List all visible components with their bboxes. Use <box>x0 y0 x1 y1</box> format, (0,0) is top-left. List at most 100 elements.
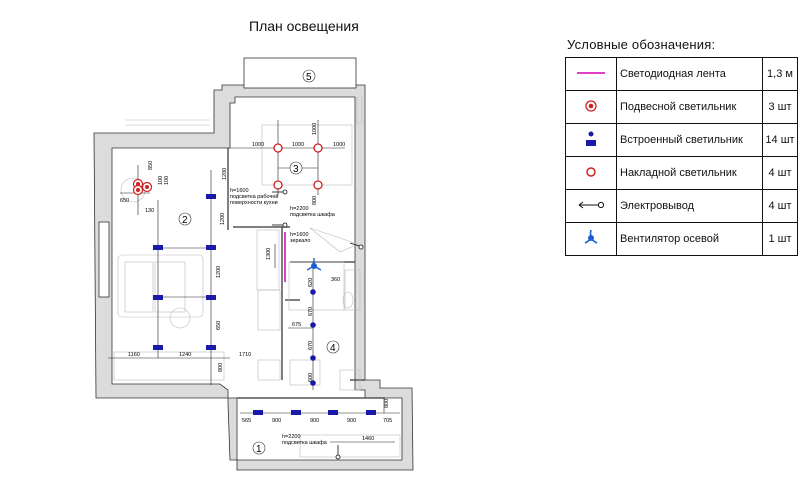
annotation-text: подсветка рабочей <box>230 193 278 200</box>
svg-text:4: 4 <box>330 343 336 354</box>
legend-symbol <box>565 57 617 91</box>
dimension-label: 1000 <box>292 142 304 148</box>
legend-label: Электровывод <box>616 189 763 223</box>
electrical-outlet-icon <box>335 445 341 460</box>
legend-label: Накладной светильник <box>616 156 763 190</box>
room-marker-5: 5 <box>302 69 316 83</box>
lighting-plan: h=1600 подсветка рабочей поверхности кух… <box>93 57 414 471</box>
dimension-label: 360 <box>331 277 340 283</box>
electrical-outlet-icon <box>578 201 605 208</box>
legend-row: Подвесной светильник 3 шт <box>565 90 798 124</box>
surface-lamps <box>273 143 323 190</box>
surface-lamp-icon <box>273 143 283 153</box>
recessed-lamp-icon <box>153 345 163 350</box>
recessed-lamp-icon <box>310 380 316 386</box>
pendant-lamp-icon <box>132 184 144 196</box>
plan-title: План освещения <box>249 18 359 34</box>
pendant-lamp-icon <box>585 99 597 112</box>
dimension-label: 1710 <box>239 352 251 358</box>
recessed-lamp-icon <box>153 245 163 250</box>
dimension-label: 1160 <box>128 352 140 358</box>
led-strip-icon <box>577 71 605 74</box>
dimension-label: 1460 <box>362 436 374 442</box>
dimension-label: 565 <box>242 418 251 424</box>
annotations: h=1600 подсветка рабочей поверхности кух… <box>230 188 336 446</box>
walls <box>93 57 414 471</box>
legend-row: Накладной светильник 4 шт <box>565 156 798 190</box>
legend-label: Светодиодная лента <box>616 57 763 91</box>
legend-symbol <box>565 156 617 190</box>
legend-title: Условные обозначения: <box>567 37 716 52</box>
pendant-lamps <box>132 178 153 196</box>
electrical-outlet-icon <box>272 189 288 195</box>
annotation-text: h=2200 <box>282 434 301 440</box>
dimension-label: 850 <box>148 161 154 170</box>
furniture <box>113 97 401 458</box>
electrical-outlets <box>272 189 364 460</box>
svg-text:2: 2 <box>182 215 188 226</box>
legend-label: Подвесной светильник <box>616 90 763 124</box>
svg-text:1: 1 <box>256 444 262 455</box>
dimension-label: 100 <box>164 176 170 185</box>
room-marker-2: 2 <box>178 212 192 226</box>
legend-symbol <box>565 189 617 223</box>
legend-count: 14 шт <box>762 123 798 157</box>
recessed-lamp-icon <box>153 295 163 300</box>
legend-count: 3 шт <box>762 90 798 124</box>
legend-symbol <box>565 90 617 124</box>
svg-text:5: 5 <box>306 72 312 83</box>
legend-count: 4 шт <box>762 189 798 223</box>
room-marker-3: 3 <box>289 161 303 175</box>
annotation-text: h=2200 <box>290 206 309 212</box>
dimension-label: 1200 <box>220 213 226 225</box>
dimension-label: 900 <box>272 418 281 424</box>
annotation-text: поверхности кухни <box>230 200 278 206</box>
surface-lamp-icon <box>313 143 323 153</box>
surface-lamp-icon <box>313 180 323 190</box>
dimension-label: 670 <box>308 341 314 350</box>
recessed-lamp-icon <box>253 410 263 415</box>
legend-row: Электровывод 4 шт <box>565 189 798 223</box>
annotation-text: подсветка шкафа <box>290 212 336 218</box>
dimension-label: 650 <box>120 198 129 204</box>
legend-row: Вентилятор осевой 1 шт <box>565 222 798 256</box>
room-markers: 5 3 2 4 1 <box>178 69 340 455</box>
dimension-label: 620 <box>308 278 314 287</box>
annotation-text: подсветка шкафа <box>282 440 328 446</box>
recessed-lamp-icon <box>206 194 216 199</box>
dimension-label: 900 <box>310 418 319 424</box>
legend-symbol <box>565 222 617 256</box>
dimension-label: 1000 <box>252 142 264 148</box>
recessed-lamp-icon <box>206 345 216 350</box>
legend-symbol <box>565 123 617 157</box>
electrical-outlet-icon <box>349 242 364 250</box>
legend-row: Встроенный светильник 14 шт <box>565 123 798 157</box>
recessed-lamp-icon <box>328 410 338 415</box>
legend-count: 4 шт <box>762 156 798 190</box>
dimension-label: 1300 <box>266 248 272 260</box>
dimension-label: 1240 <box>179 352 191 358</box>
legend-label: Встроенный светильник <box>616 123 763 157</box>
electrical-outlet-icon <box>272 222 288 228</box>
dimension-labels: 1000 1000 1000 1000 800 850 1200 1200 12… <box>120 123 392 442</box>
legend-count: 1,3 м <box>762 57 798 91</box>
dimension-label: 800 <box>384 399 390 408</box>
recessed-lamp-icon <box>310 322 316 328</box>
recessed-lamp-icon <box>586 131 596 146</box>
dimension-label: 100 <box>158 176 164 185</box>
recessed-lamp-icon <box>206 245 216 250</box>
dimension-label: 675 <box>292 322 301 328</box>
svg-text:3: 3 <box>293 164 299 175</box>
recessed-lamp-icon <box>310 289 316 295</box>
surface-lamp-icon <box>586 166 596 177</box>
dimension-label: 900 <box>347 418 356 424</box>
dimension-label: 705 <box>383 418 392 424</box>
dimension-label: 1200 <box>216 266 222 278</box>
annotation-text: h=1600 <box>230 188 249 194</box>
dimension-label: 600 <box>308 373 314 382</box>
surface-lamp-icon <box>273 180 283 190</box>
room-marker-1: 1 <box>252 441 266 455</box>
dimension-label: 650 <box>216 321 222 330</box>
dimension-label: 800 <box>312 196 318 205</box>
legend-table: Светодиодная лента 1,3 м Подвесной свети… <box>565 57 798 256</box>
